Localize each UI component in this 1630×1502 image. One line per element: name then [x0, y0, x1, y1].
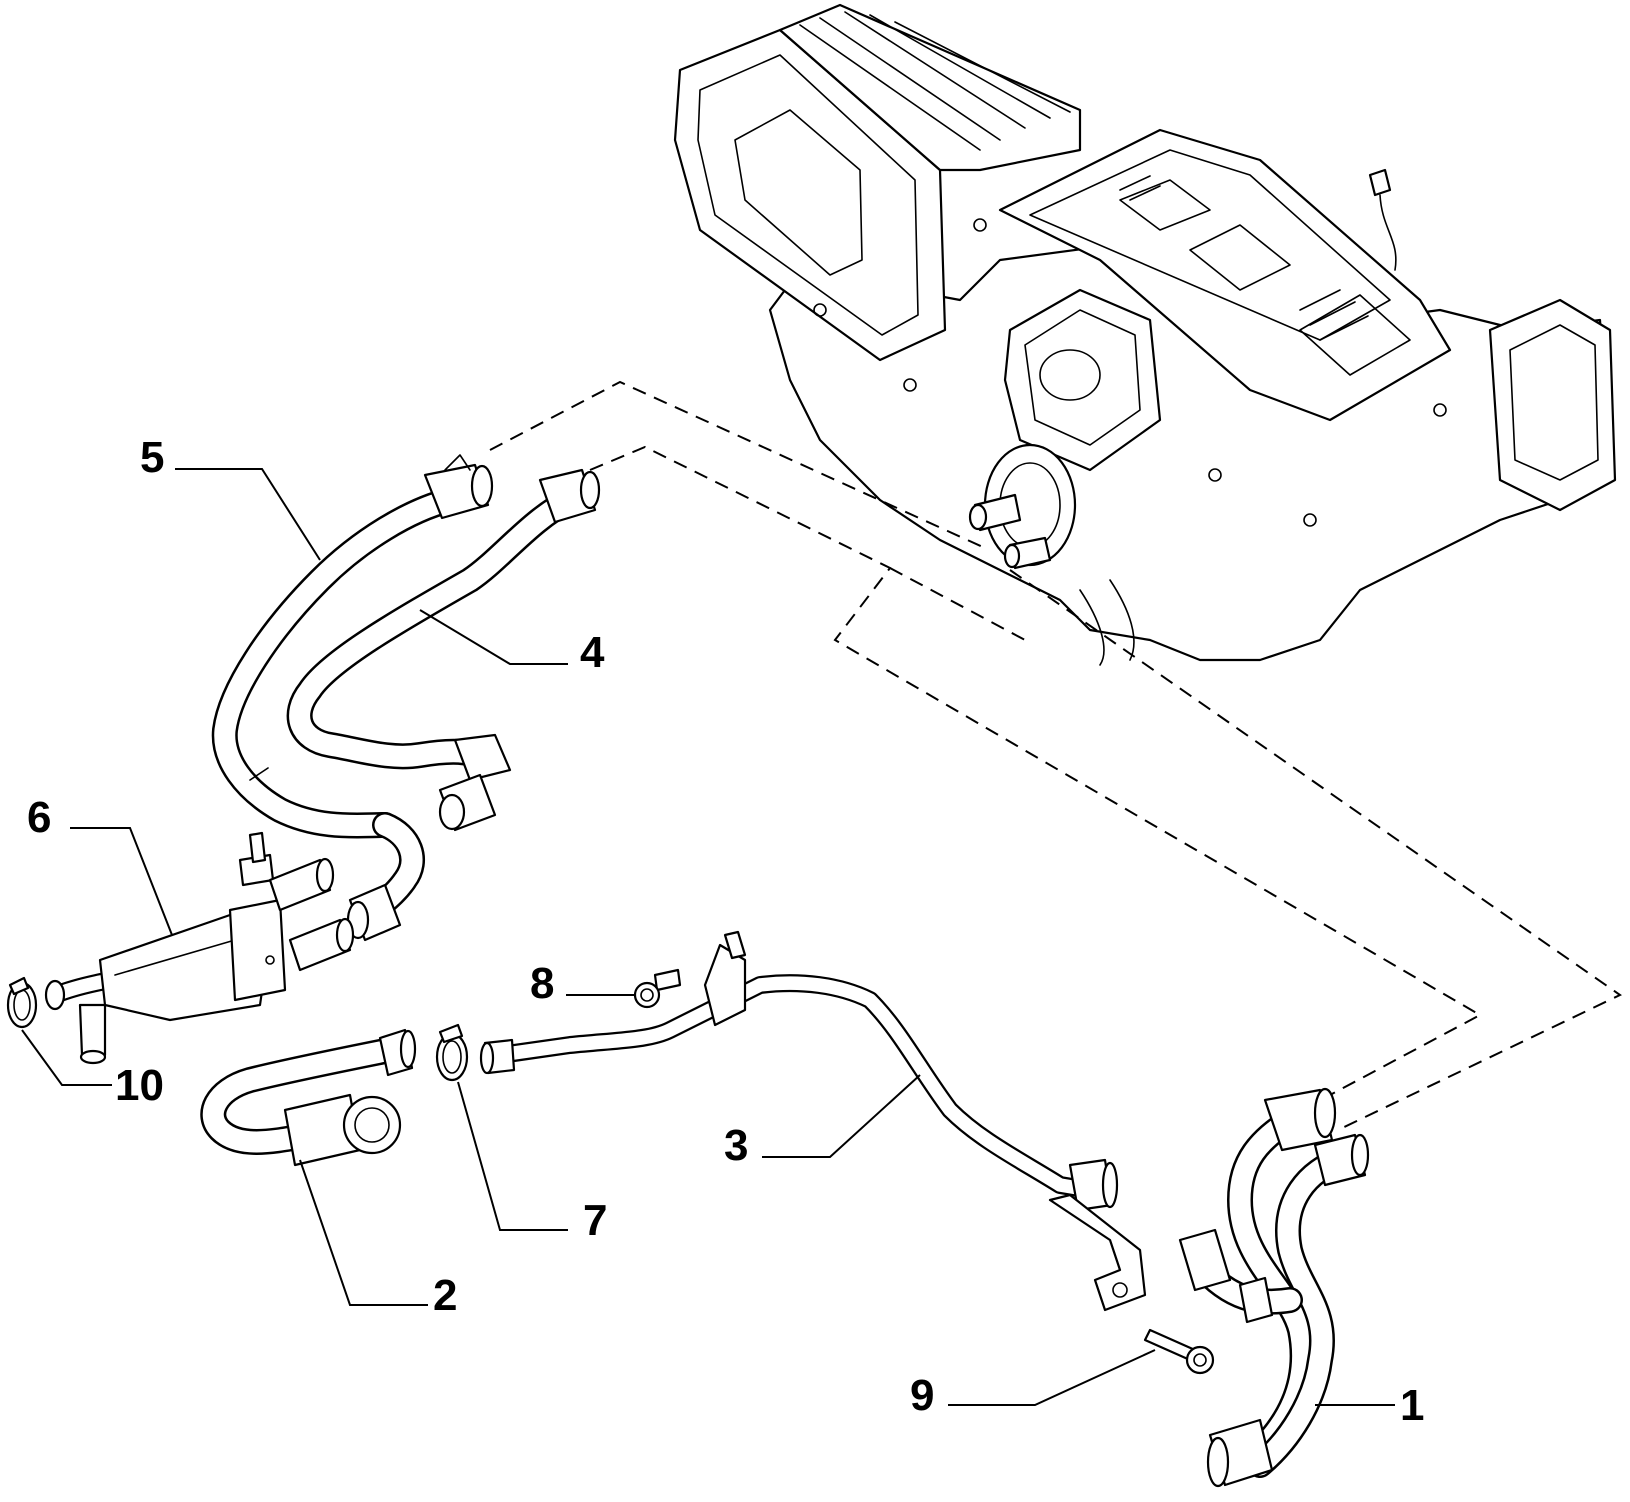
bolt-8 [633, 968, 682, 1009]
callout-5: 5 [140, 433, 164, 482]
hvac-heater-unit [673, 3, 1617, 666]
leader-5 [175, 468, 321, 561]
hose-junction [346, 812, 425, 942]
hose-clamp-10 [6, 976, 38, 1029]
callout-10: 10 [115, 1061, 164, 1110]
hose-4 [286, 468, 601, 832]
valve-assembly-6 [44, 831, 355, 1065]
pipe-3 [479, 930, 1147, 1312]
callout-1: 1 [1400, 1381, 1424, 1430]
hose-1 [1178, 1087, 1370, 1488]
leader-lines [21, 468, 1395, 1406]
leader-3 [762, 1074, 921, 1158]
leader-10 [21, 1029, 112, 1086]
callout-numbers: 1 2 3 4 5 6 7 8 9 10 [27, 433, 1424, 1430]
leader-9 [948, 1349, 1156, 1406]
hose-5 [211, 454, 494, 839]
callout-9: 9 [910, 1371, 934, 1420]
bolt-9 [1143, 1328, 1215, 1375]
hose-2 [200, 1028, 417, 1167]
callout-3: 3 [724, 1121, 748, 1170]
callout-6: 6 [27, 793, 51, 842]
leader-7 [457, 1081, 568, 1231]
leader-2 [299, 1159, 428, 1306]
leader-6 [70, 827, 173, 936]
callout-8: 8 [530, 959, 554, 1008]
hose-clamp-7 [435, 1023, 469, 1082]
callout-4: 4 [580, 628, 605, 677]
assembly-dashed-lines [489, 380, 1622, 1131]
callout-2: 2 [433, 1271, 457, 1320]
callout-7: 7 [583, 1196, 607, 1245]
leader-4 [419, 609, 568, 665]
